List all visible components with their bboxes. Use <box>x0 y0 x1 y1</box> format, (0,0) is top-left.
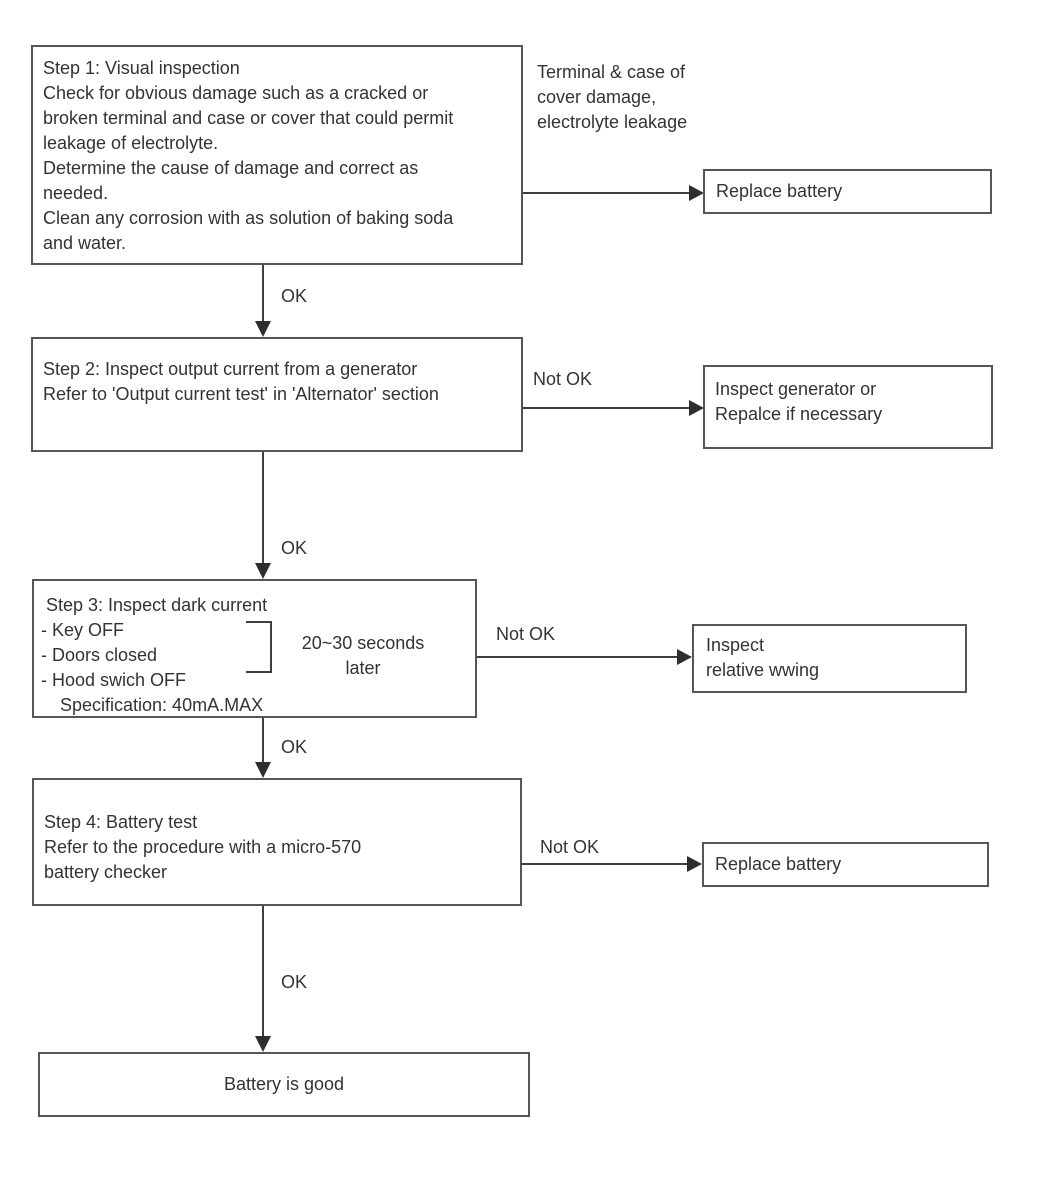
terminal-damage-note-line: Terminal & case of <box>537 62 686 82</box>
connector-step1-step2 <box>262 265 264 322</box>
connector-step3-step4 <box>262 718 264 763</box>
step4-line: battery checker <box>44 862 168 882</box>
connector-step2-inspect-generator <box>523 407 689 409</box>
step2-output-current-box: Step 2: Inspect output current from a ge… <box>31 337 523 452</box>
arrowhead <box>255 563 271 579</box>
step2-line: Refer to 'Output current test' in 'Alter… <box>43 384 439 404</box>
not-ok-label-step2: Not OK <box>533 369 593 389</box>
step2-line: Step 2: Inspect output current from a ge… <box>43 359 418 379</box>
arrowhead <box>687 856 702 872</box>
step4-battery-test-box: Step 4: Battery test Refer to the proced… <box>32 778 522 906</box>
battery-good-label: Battery is good <box>223 1074 345 1094</box>
step3-line: - Doors closed <box>41 645 158 665</box>
ok-label-step3: OK <box>281 737 308 757</box>
step1-line: Determine the cause of damage and correc… <box>43 158 419 178</box>
step1-line: needed. <box>43 183 109 203</box>
inspect-generator-box: Inspect generator or Repalce if necessar… <box>703 365 993 449</box>
arrowhead <box>255 762 271 778</box>
seconds-later-note-line: later <box>345 658 381 678</box>
connector-step3-inspect-wiring <box>477 656 678 658</box>
ok-label-step2: OK <box>281 538 308 558</box>
terminal-damage-note-line: cover damage, <box>537 87 657 107</box>
seconds-later-note-line: 20~30 seconds <box>301 633 425 653</box>
step1-line: Clean any corrosion with as solution of … <box>43 208 454 228</box>
step3-line: Specification: 40mA.MAX <box>60 695 264 715</box>
step1-line: Check for obvious damage such as a crack… <box>43 83 429 103</box>
arrowhead <box>255 321 271 337</box>
step1-line: Step 1: Visual inspection <box>43 58 240 78</box>
arrowhead <box>677 649 692 665</box>
not-ok-label-step4: Not OK <box>540 837 600 857</box>
replace-battery-top-label: Replace battery <box>716 181 843 201</box>
ok-label-step1: OK <box>281 286 308 306</box>
step3-line: - Key OFF <box>41 620 125 640</box>
terminal-damage-note-line: electrolyte leakage <box>537 112 688 132</box>
inspect-generator-line: Repalce if necessary <box>715 404 883 424</box>
terminal-damage-note: Terminal & case of cover damage, electro… <box>537 60 687 135</box>
arrowhead <box>689 400 704 416</box>
step1-line: broken terminal and case or cover that c… <box>43 108 454 128</box>
step3-line: Step 3: Inspect dark current <box>46 595 268 615</box>
not-ok-label-step3: Not OK <box>496 624 556 644</box>
ok-label-step4: OK <box>281 972 308 992</box>
step3-line: - Hood swich OFF <box>41 670 187 690</box>
connector-step4-replace-battery <box>522 863 688 865</box>
bracket-bottom-segment <box>246 671 272 673</box>
connector-step2-step3 <box>262 452 264 564</box>
step1-line: and water. <box>43 233 127 253</box>
step1-line: leakage of electrolyte. <box>43 133 219 153</box>
connector-step1-replace-battery <box>523 192 689 194</box>
inspect-wiring-box: Inspect relative wwing <box>692 624 967 693</box>
replace-battery-bottom-box: Replace battery <box>702 842 989 887</box>
step1-visual-inspection-box: Step 1: Visual inspection Check for obvi… <box>31 45 523 265</box>
seconds-later-note: 20~30 seconds later <box>288 631 438 681</box>
arrowhead <box>255 1036 271 1052</box>
step4-line: Step 4: Battery test <box>44 812 198 832</box>
arrowhead <box>689 185 704 201</box>
battery-good-box: Battery is good <box>38 1052 530 1117</box>
bracket-top-segment <box>246 621 272 623</box>
bracket-vertical-segment <box>270 621 272 673</box>
replace-battery-bottom-label: Replace battery <box>715 854 842 874</box>
inspect-generator-line: Inspect generator or <box>715 379 877 399</box>
connector-step4-battery-good <box>262 906 264 1037</box>
step3-dark-current-box: Step 3: Inspect dark current - Key OFF -… <box>32 579 477 718</box>
step4-line: Refer to the procedure with a micro-570 <box>44 837 362 857</box>
inspect-wiring-line: relative wwing <box>706 660 820 680</box>
replace-battery-top-box: Replace battery <box>703 169 992 214</box>
inspect-wiring-line: Inspect <box>706 635 765 655</box>
